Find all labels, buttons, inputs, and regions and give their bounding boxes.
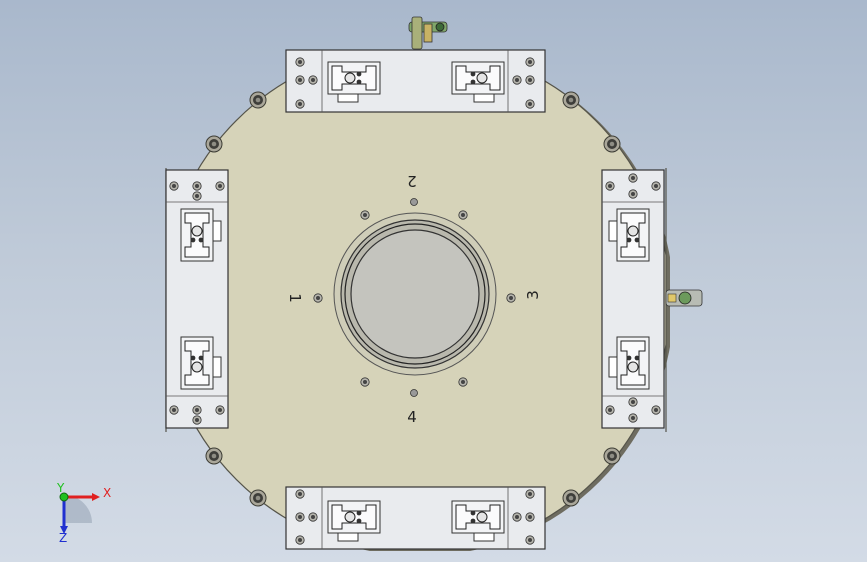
clamp-bar-bottom[interactable]: [285, 486, 546, 550]
bolt-circle: [313, 198, 516, 397]
station-label-4: 4: [407, 408, 417, 426]
x-axis-label: X: [103, 486, 111, 500]
station-label-3: 3: [524, 290, 542, 300]
air-fitting-top[interactable]: [408, 16, 448, 50]
station-label-2: 2: [407, 172, 417, 190]
central-bore[interactable]: [333, 212, 497, 376]
coordinate-triad: X Y Z: [56, 481, 111, 545]
air-fitting-right[interactable]: [665, 289, 703, 307]
station-label-1: 1: [286, 293, 304, 303]
clamp-bar-top[interactable]: [285, 49, 546, 113]
z-axis-label: Z: [59, 531, 67, 545]
y-axis-label: Y: [56, 481, 65, 495]
clamp-bar-left[interactable]: [165, 169, 229, 429]
y-axis-dot: [59, 492, 69, 502]
clamp-bar-right[interactable]: [601, 169, 665, 429]
